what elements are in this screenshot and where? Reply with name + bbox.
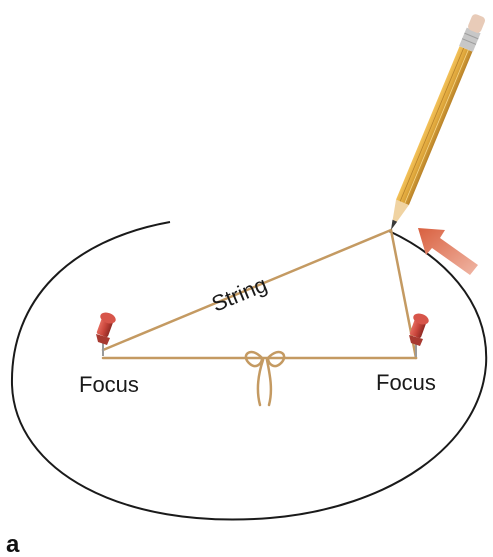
pencil-icon bbox=[384, 13, 487, 233]
string-label: String bbox=[208, 272, 271, 317]
focus-right-label: Focus bbox=[376, 370, 436, 395]
string-knot bbox=[246, 352, 284, 405]
panel-letter: a bbox=[6, 531, 20, 557]
motion-arrow-icon bbox=[418, 228, 478, 275]
pushpin-icon bbox=[409, 312, 430, 357]
focus-left-label: Focus bbox=[79, 372, 139, 397]
